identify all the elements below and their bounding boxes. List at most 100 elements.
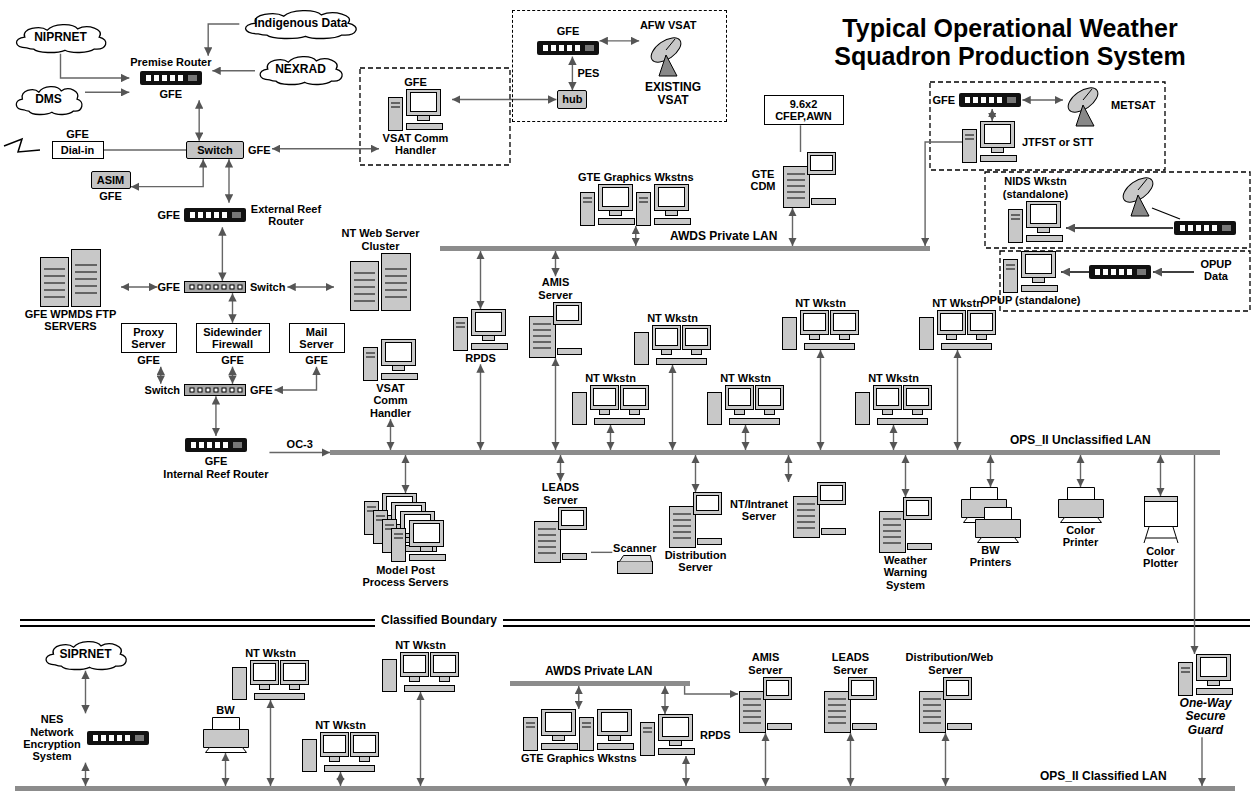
server <box>739 677 793 733</box>
device-label: Model Post Process Servers <box>361 564 451 589</box>
box-text: Sidewinder Firewall <box>201 326 265 351</box>
device-part <box>406 90 440 116</box>
device-group <box>453 310 507 351</box>
device-icon <box>919 677 973 733</box>
router-device: NES Network Encryption System <box>21 713 150 762</box>
outline-path <box>619 556 651 562</box>
free-label: Classified Boundary <box>375 614 503 627</box>
connector <box>272 148 379 149</box>
device-part <box>663 718 689 737</box>
satellite-dish: AFW VSAT <box>639 19 697 76</box>
outline-path <box>1067 488 1094 500</box>
device-part <box>40 258 68 307</box>
device-part <box>222 285 226 289</box>
device-part <box>997 97 1002 103</box>
device-part <box>254 694 304 700</box>
connector <box>232 293 233 323</box>
connector <box>1201 737 1202 786</box>
device-icon <box>350 253 412 311</box>
device-part <box>937 311 965 335</box>
device-label: NIDS Wkstn (standalone) <box>995 175 1077 200</box>
device-icon <box>140 69 202 87</box>
box-text: Proxy Server <box>126 326 172 351</box>
device-line <box>75 286 97 287</box>
router-device <box>959 91 1021 109</box>
device-part <box>967 311 995 335</box>
server-stack <box>364 493 448 563</box>
network-cloud: NIPRNET <box>11 22 110 53</box>
workstation: NT Wkstn <box>571 372 650 425</box>
device-icon <box>203 717 249 753</box>
device-label: One-Way Secure Guard <box>1170 697 1242 737</box>
device-part <box>947 724 971 730</box>
device-part <box>830 311 858 335</box>
device-part <box>1103 269 1108 275</box>
device-part <box>809 335 819 340</box>
connector <box>85 763 86 786</box>
device-part <box>1180 225 1185 231</box>
device-part <box>623 389 645 406</box>
device-icon <box>523 709 635 751</box>
device-icon <box>962 121 1018 163</box>
device-icon <box>529 302 583 358</box>
device-part <box>629 410 639 415</box>
device-icon <box>1003 251 1059 293</box>
device-part <box>636 193 650 226</box>
device-line <box>385 297 407 298</box>
device-part <box>873 386 901 410</box>
device-label: NT Wkstn <box>245 647 296 659</box>
device-icon <box>824 677 878 733</box>
device-part <box>1144 497 1177 527</box>
device-part <box>222 388 226 392</box>
device-icon <box>580 184 692 226</box>
device-part <box>353 736 375 753</box>
device-part <box>903 498 931 520</box>
connector <box>893 425 894 450</box>
device-box: Mail Server <box>289 323 345 354</box>
device-part <box>763 678 791 700</box>
device-part <box>1095 269 1100 275</box>
workstation-pair <box>580 184 692 226</box>
device-part <box>417 116 429 121</box>
connector <box>420 692 421 786</box>
device-part <box>597 744 633 750</box>
device-part <box>946 681 968 696</box>
device-part <box>280 661 308 685</box>
device-label: Internal Reef Router <box>163 468 268 480</box>
edge-label: PES <box>575 67 601 79</box>
device-label: AMIS Server <box>531 276 581 301</box>
device-part <box>109 735 114 741</box>
device-part <box>207 442 212 448</box>
device-line <box>639 202 648 203</box>
workstation <box>707 385 785 425</box>
workstation <box>1003 251 1059 293</box>
device-part <box>598 185 632 211</box>
device-part <box>430 653 458 677</box>
workstation: One-Way Secure Guard <box>1169 654 1242 737</box>
connector <box>945 733 946 786</box>
device-group <box>579 710 633 751</box>
device-part <box>363 348 377 381</box>
device-part <box>965 97 970 103</box>
device-part <box>620 386 648 410</box>
device-line <box>394 538 403 539</box>
network-cloud: SIPRNET <box>42 639 130 670</box>
device-label: GFE <box>160 88 183 100</box>
device-part <box>178 75 183 81</box>
server: Distribution Server <box>660 492 731 574</box>
device-line <box>743 705 761 706</box>
device-part <box>665 211 677 216</box>
server: LEADS Server <box>820 651 881 733</box>
device-label: VSAT Comm Handler <box>380 132 452 157</box>
arrow-line <box>1061 271 1089 273</box>
workstation: NT Wkstn <box>633 312 712 365</box>
cloud-shape <box>46 642 126 670</box>
device-box: hub <box>556 90 588 108</box>
device-part <box>575 45 580 51</box>
device-part <box>188 75 197 81</box>
device-icon <box>1178 654 1234 696</box>
device-icon <box>959 91 1021 109</box>
boundary-line <box>20 619 1250 621</box>
box-text: Indigenous Data <box>254 17 347 30</box>
